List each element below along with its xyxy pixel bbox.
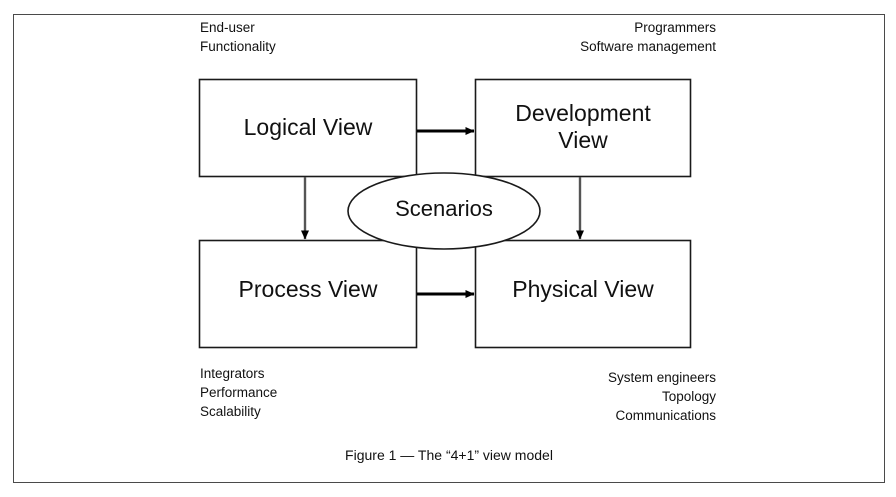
label-top-left: End-user Functionality xyxy=(200,20,276,54)
figure-caption: Figure 1 — The “4+1” view model xyxy=(345,447,553,463)
label-bottom-right: System engineers Topology Communications xyxy=(607,370,716,423)
box-process-view xyxy=(198,239,418,349)
box-logical-view xyxy=(198,78,418,178)
label-bottom-left: Integrators Performance Scalability xyxy=(200,366,278,419)
box-label-process-view: Process View xyxy=(238,276,378,302)
label-top-right: Programmers Software management xyxy=(580,20,716,54)
box-label-physical-view: Physical View xyxy=(512,276,654,302)
box-development-view xyxy=(474,78,692,178)
ellipse-scenarios xyxy=(347,172,541,250)
box-label-development-view: Development View xyxy=(515,100,651,153)
box-label-logical-view: Logical View xyxy=(243,114,373,140)
ellipse-label-scenarios: Scenarios xyxy=(395,196,493,221)
box-physical-view xyxy=(474,239,692,349)
